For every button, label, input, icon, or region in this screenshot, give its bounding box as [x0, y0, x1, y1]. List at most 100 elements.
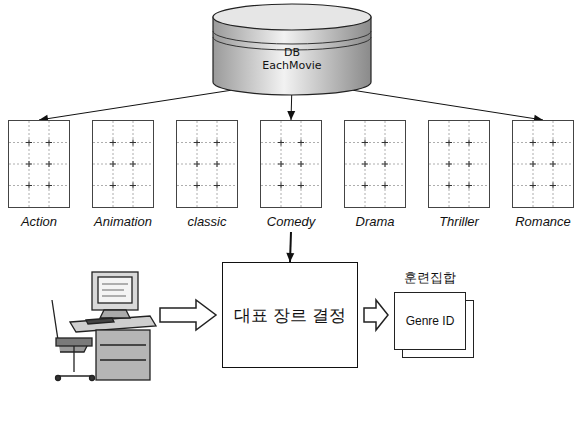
genre-label: Thriller — [439, 214, 479, 229]
grid-mark — [46, 140, 52, 146]
grid-line — [513, 164, 573, 165]
grid-mark — [26, 140, 32, 146]
genre-grid: classic — [176, 120, 238, 208]
grid-pattern — [429, 121, 489, 207]
grid-pattern — [345, 121, 405, 207]
grid-mark — [530, 183, 536, 189]
grid-mark — [466, 161, 472, 167]
document-sheet: Genre ID — [394, 292, 466, 350]
grid-line — [93, 185, 153, 186]
genre-label: Animation — [94, 214, 152, 229]
grid-pattern — [93, 121, 153, 207]
grid-line — [345, 142, 405, 143]
grid-mark — [298, 161, 304, 167]
grid-line — [345, 164, 405, 165]
grid-mark — [550, 140, 556, 146]
genre-grid: Animation — [92, 120, 154, 208]
grid-line — [513, 142, 573, 143]
grid-mark — [298, 183, 304, 189]
grid-mark — [446, 161, 452, 167]
grid-line — [261, 142, 321, 143]
grid-line — [345, 185, 405, 186]
genre-label: Action — [21, 214, 57, 229]
grid-line — [261, 185, 321, 186]
grid-mark — [110, 183, 116, 189]
grid-mark — [550, 183, 556, 189]
grid-pattern — [513, 121, 573, 207]
arrow-head — [287, 111, 295, 120]
grid-mark — [214, 161, 220, 167]
grid-mark — [446, 140, 452, 146]
grid-mark — [110, 140, 116, 146]
hollow-arrow — [364, 300, 388, 330]
grid-pattern — [177, 121, 237, 207]
grid-mark — [194, 161, 200, 167]
grid-mark — [278, 183, 284, 189]
grid-mark — [362, 183, 368, 189]
grid-line — [9, 164, 69, 165]
genre-grid: Comedy — [260, 120, 322, 208]
grid-mark — [214, 140, 220, 146]
grid-line — [9, 185, 69, 186]
grid-mark — [382, 183, 388, 189]
grid-line — [429, 185, 489, 186]
grid-line — [177, 185, 237, 186]
connector-arrow — [287, 95, 295, 120]
arrow-head — [286, 253, 294, 262]
grid-mark — [194, 140, 200, 146]
document-heading: 훈련집합 — [404, 269, 456, 287]
grid-mark — [298, 140, 304, 146]
grid-mark — [110, 161, 116, 167]
grid-mark — [130, 140, 136, 146]
grid-mark — [26, 161, 32, 167]
connector-arrow — [364, 300, 388, 330]
grid-line — [429, 142, 489, 143]
grid-mark — [130, 183, 136, 189]
grid-mark — [214, 183, 220, 189]
grid-mark — [530, 161, 536, 167]
grid-line — [93, 142, 153, 143]
connector-arrow — [353, 90, 543, 122]
grid-line — [177, 142, 237, 143]
grid-mark — [194, 183, 200, 189]
grid-mark — [382, 140, 388, 146]
grid-mark — [466, 183, 472, 189]
grid-line — [177, 164, 237, 165]
genre-label: Romance — [515, 214, 571, 229]
grid-line — [429, 164, 489, 165]
genre-label: Comedy — [267, 214, 315, 229]
grid-mark — [466, 140, 472, 146]
grid-mark — [530, 140, 536, 146]
database-cylinder: DBEachMovie — [212, 2, 372, 96]
grid-mark — [278, 161, 284, 167]
database-label: EachMovie — [212, 59, 372, 72]
cylinder-label: DBEachMovie — [212, 46, 372, 72]
connector-arrow — [286, 232, 294, 262]
hollow-arrow — [160, 300, 216, 330]
grid-mark — [382, 161, 388, 167]
genre-grid: Thriller — [428, 120, 490, 208]
grid-mark — [362, 140, 368, 146]
grid-mark — [26, 183, 32, 189]
genre-label: classic — [187, 214, 226, 229]
grid-pattern — [9, 121, 69, 207]
connector-arrow — [39, 90, 231, 122]
cylinder-rim — [213, 31, 371, 44]
grid-line — [513, 185, 573, 186]
cylinder-top — [213, 4, 371, 30]
genre-label: Drama — [355, 214, 394, 229]
grid-mark — [130, 161, 136, 167]
grid-mark — [46, 183, 52, 189]
genre-grid: Action — [8, 120, 70, 208]
document-label: Genre ID — [406, 314, 455, 328]
process-label: 대표 장르 결정 — [234, 304, 347, 327]
grid-mark — [278, 140, 284, 146]
grid-pattern — [261, 121, 321, 207]
grid-mark — [46, 161, 52, 167]
document-stack: Genre ID훈련집합 — [394, 292, 466, 350]
connector-line — [353, 90, 543, 120]
grid-line — [261, 164, 321, 165]
grid-line — [93, 164, 153, 165]
grid-mark — [446, 183, 452, 189]
database-label: DB — [212, 46, 372, 59]
